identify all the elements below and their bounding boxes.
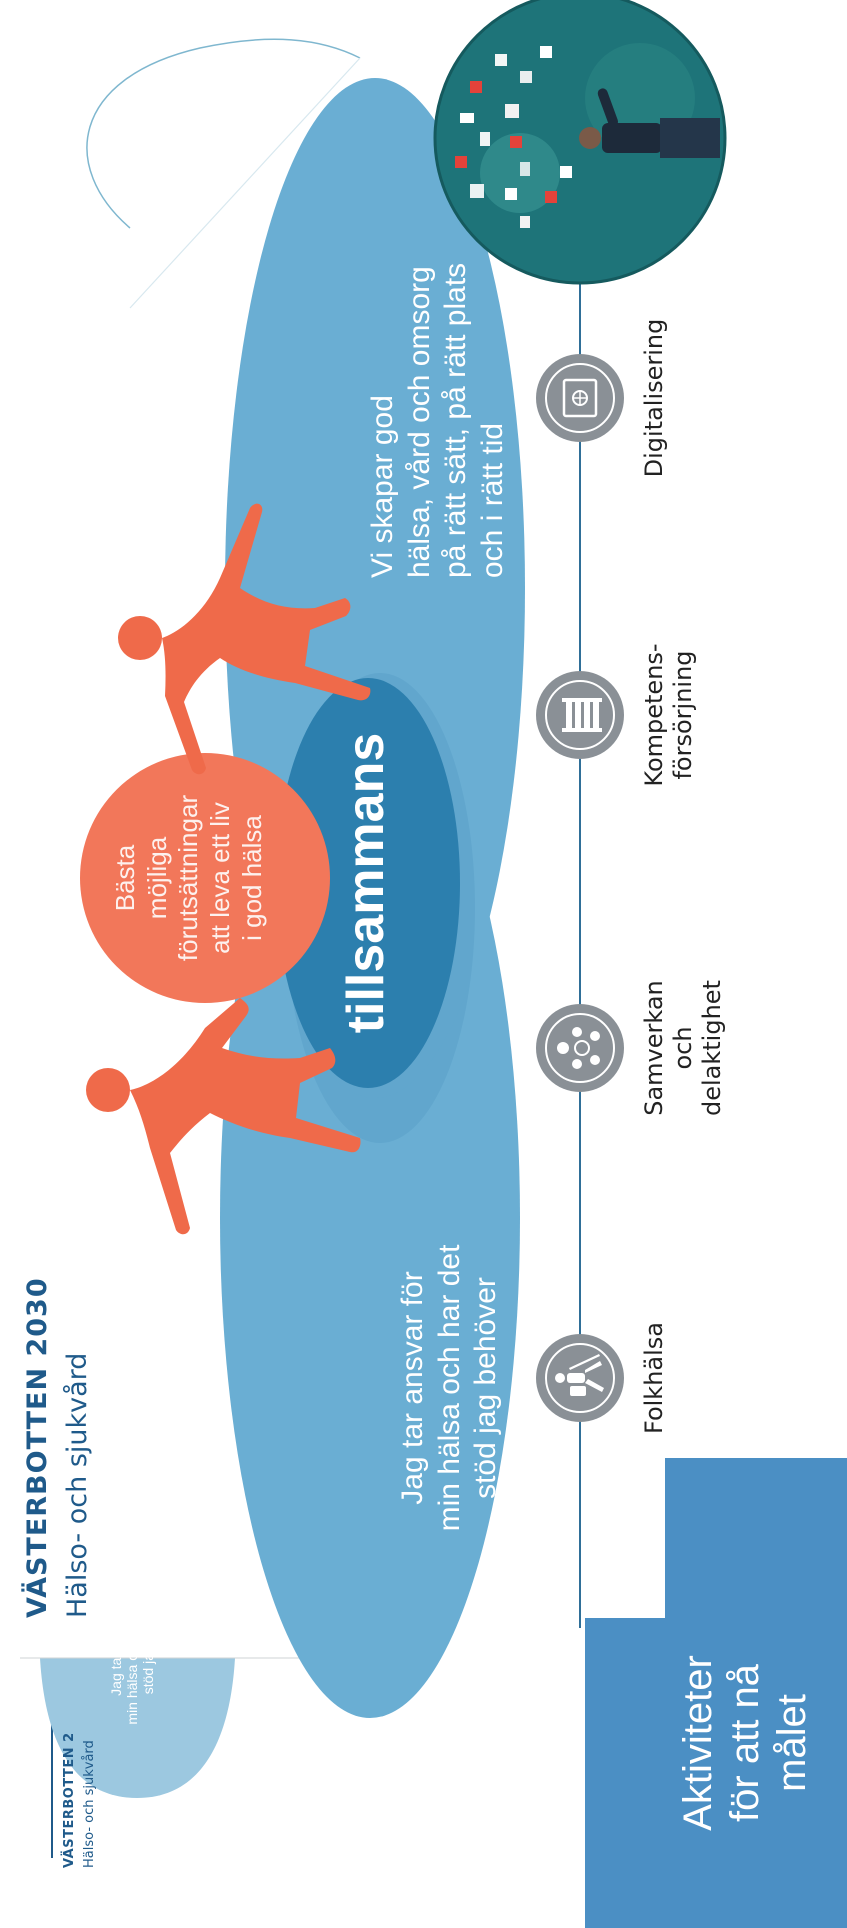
professionals-icon-circle <box>536 671 624 759</box>
people-photo <box>433 0 727 285</box>
thumbnail-ellipse <box>40 1658 235 1798</box>
thumbnail-subtitle: Hälso- och sjukvård <box>82 1740 97 1868</box>
header-subtitle: Hälso- och sjukvård <box>62 1352 93 1618</box>
activity-label-samverkan: Samverkan och delaktighet <box>640 980 726 1116</box>
decorative-line <box>129 57 361 309</box>
figure-right <box>118 503 371 775</box>
figure-left <box>86 998 361 1235</box>
center-ellipse <box>276 678 460 1088</box>
hiker-icon-circle <box>536 1334 624 1422</box>
thumbnail-title: VÄSTERBOTTEN 2 <box>62 1732 77 1868</box>
circle-goal-text: Bästa möjliga förutsättningar att leva e… <box>110 794 267 962</box>
arrow-text: Aktiviteter för att nå målet <box>676 1655 815 1831</box>
center-text: tillsammans <box>337 732 395 1034</box>
header-title: VÄSTERBOTTEN 2030 <box>22 1277 53 1618</box>
activities-arrow <box>585 1458 847 1928</box>
activity-label-digitalisering: Digitalisering <box>640 318 668 478</box>
thumbnail-text: Jag tar min hälsa o stöd ja <box>108 1653 157 1725</box>
goal-circle <box>80 753 330 1003</box>
individual-goal-text: Jag tar ansvar för min hälsa och har det… <box>396 1244 503 1532</box>
decorative-curve <box>86 38 361 229</box>
screen-globe-icon-circle <box>536 354 624 442</box>
activity-label-folkhalsa: Folkhälsa <box>640 1322 668 1434</box>
activity-label-kompetens: Kompetens- försörjning <box>640 643 697 787</box>
system-goal-text: Vi skapar god hälsa, vård och omsorg på … <box>366 262 509 578</box>
people-network-icon-circle <box>536 1004 624 1092</box>
